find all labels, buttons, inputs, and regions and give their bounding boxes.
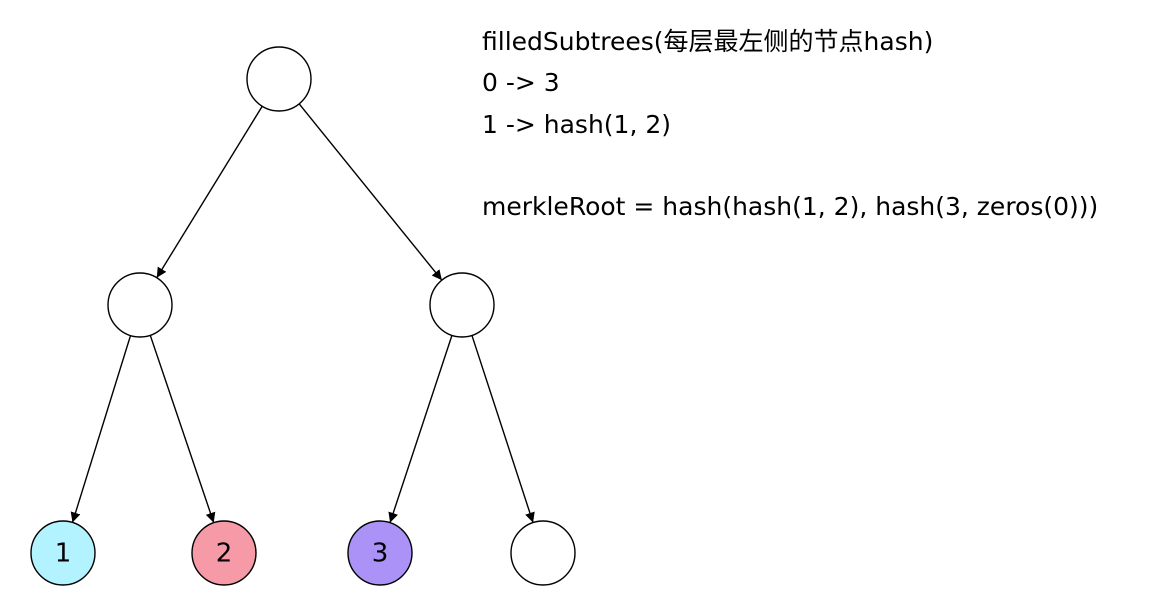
node-circle-leaf-2 [191,520,257,586]
node-leaf-3: 3 [347,520,413,586]
tree-edges [70,103,535,523]
edge-root-to-level1-right [298,103,443,281]
filled-subtrees-title: filledSubtrees(每层最左侧的节点hash) [482,27,934,56]
node-circle-leaf-4 [510,520,576,586]
node-level1-right [429,272,495,338]
node-leaf-2: 2 [191,520,257,586]
edge-level1-right-to-leaf-4 [471,335,535,523]
node-circle-root [246,46,312,112]
node-label-leaf-3: 3 [372,539,389,569]
node-leaf-1: 1 [30,520,96,586]
node-circle-level1-right [429,272,495,338]
node-circle-level1-left [107,272,173,338]
edge-level1-left-to-leaf-1 [70,335,132,523]
edge-root-to-level1-left [156,105,263,279]
filled-subtrees-entry-0: 0 -> 3 [482,68,560,97]
tree-nodes: 1 2 3 [30,46,576,586]
edge-level1-right-to-leaf-3 [388,335,453,523]
edge-level1-left-to-leaf-2 [149,335,216,523]
node-circle-leaf-1 [30,520,96,586]
node-root [246,46,312,112]
node-leaf-4 [510,520,576,586]
merkle-root-formula: merkleRoot = hash(hash(1, 2), hash(3, ze… [482,192,1099,221]
node-label-leaf-2: 2 [216,539,233,569]
node-level1-left [107,272,173,338]
filled-subtrees-entry-1: 1 -> hash(1, 2) [482,110,672,139]
node-label-leaf-1: 1 [55,539,72,569]
node-circle-leaf-3 [347,520,413,586]
